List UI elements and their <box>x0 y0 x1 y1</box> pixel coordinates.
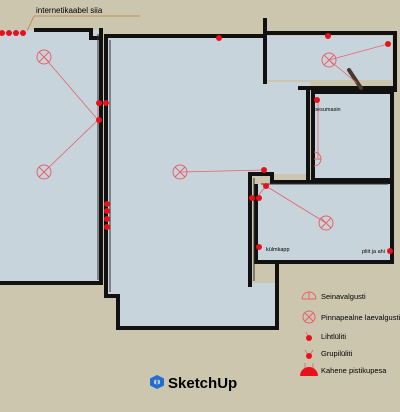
wall-light-icon <box>301 291 317 300</box>
sketchup-logo-icon <box>150 375 164 389</box>
washer-label: pesumasin <box>314 107 341 113</box>
double-socket-icon <box>104 208 110 214</box>
double-socket-icon <box>325 33 331 39</box>
inner-wall-lines <box>97 34 388 292</box>
single-switch-icon <box>305 331 312 341</box>
legend-item-wall-light: Seinavalgusti <box>301 291 366 301</box>
double-socket-icon <box>104 201 110 207</box>
ceiling-light-icon <box>172 164 188 180</box>
single-switch-icon <box>263 183 269 189</box>
ceiling-light-icon <box>318 215 334 231</box>
double-socket-icon <box>387 248 393 254</box>
single-switch-icon <box>261 167 267 173</box>
floor-top-right-room <box>267 36 392 80</box>
legend-item-group-switch: Grupilüliti <box>304 349 353 359</box>
single-switch-icon <box>103 100 109 106</box>
double-socket-icon <box>256 244 262 250</box>
ceiling-lights <box>36 49 337 231</box>
double-socket-icon <box>104 224 110 230</box>
floor-washroom <box>313 92 392 179</box>
wall-light-icon <box>313 151 322 167</box>
single-switch-icon <box>314 97 320 103</box>
double-socket-icon <box>20 30 26 36</box>
legend-label: Kahene pistikupesa <box>321 366 387 375</box>
fridge-label: külmkapp <box>266 247 290 253</box>
internet-cable-leader <box>26 15 35 32</box>
floor-kitchen <box>257 184 390 260</box>
sketchup-logo: SketchUp <box>150 375 237 392</box>
single-switch-icon <box>96 100 102 106</box>
legend-label: Grupilüliti <box>321 349 353 358</box>
legend-item-double-socket: Kahene pistikupesa <box>300 363 387 376</box>
double-socket-icon <box>6 30 12 36</box>
double-socket-icon <box>256 195 262 201</box>
ceiling-light-icon <box>36 49 52 65</box>
double-socket-icon <box>216 35 222 41</box>
legend-item-ceiling-light: Pinnapealne laevalgusti <box>302 310 400 324</box>
wall-top-right <box>265 31 397 92</box>
ceiling-light-icon <box>321 52 337 68</box>
internet-cable-label: internetikaabel siia <box>36 6 103 15</box>
ceiling-light-icon <box>302 310 316 324</box>
room-floors <box>0 30 392 326</box>
double-socket-icon <box>249 195 255 201</box>
walls <box>0 18 397 330</box>
ceiling-light-icon <box>36 164 52 180</box>
double-socket-icon <box>300 363 318 376</box>
wiring <box>43 43 389 224</box>
floor-center-room <box>106 38 310 326</box>
floor-left-room <box>0 30 101 283</box>
legend-label: Lihtlüliti <box>321 332 346 341</box>
electrical-points <box>0 30 393 254</box>
wall-center-bottom-step <box>104 260 279 330</box>
group-switch-icon <box>304 349 314 359</box>
single-switch-icon <box>96 117 102 123</box>
double-socket-icon <box>0 30 5 36</box>
stove-label: pliit ja ahi <box>362 249 385 255</box>
legend-label: Seinavalgusti <box>321 292 366 301</box>
double-socket-icon <box>13 30 19 36</box>
legend-label: Pinnapealne laevalgusti <box>321 313 400 322</box>
legend-item-single-switch: Lihtlüliti <box>305 331 346 341</box>
legend: Seinavalgusti Pinnapealne laevalgusti Li… <box>300 291 400 376</box>
single-switch-icon <box>385 41 391 47</box>
door-leaf <box>347 68 363 90</box>
wall-kitchen <box>248 172 394 264</box>
double-socket-icon <box>104 216 110 222</box>
sketchup-wordmark: SketchUp <box>168 375 237 392</box>
